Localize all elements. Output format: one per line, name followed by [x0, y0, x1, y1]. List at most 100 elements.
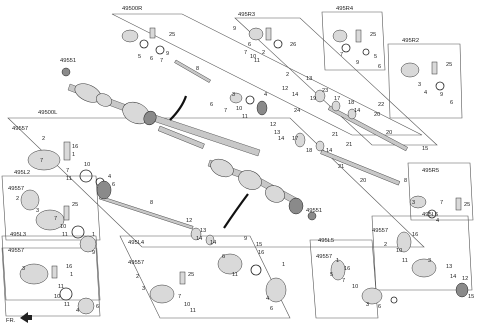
part-label: 25: [464, 202, 470, 208]
part-label: 9: [244, 236, 247, 242]
part-label: 15: [256, 242, 262, 248]
part-label: 2: [16, 196, 19, 202]
part-label: 13: [274, 130, 280, 136]
box-495R5: [407, 162, 474, 221]
drive-shaft-left: [207, 158, 304, 215]
part-label: 13: [306, 76, 312, 82]
part-label: 7: [440, 200, 443, 206]
part-label: 15: [422, 146, 428, 152]
part-label: 6: [112, 182, 115, 188]
group-label-49500R: 49500R: [122, 6, 142, 12]
part-label: 1: [92, 232, 95, 238]
part-label: 14: [354, 108, 360, 114]
part-label: 14: [450, 274, 456, 280]
part-label: 9: [166, 51, 169, 57]
shaft-495R5: [320, 149, 401, 186]
part-label: 4: [108, 174, 111, 180]
box-495R2: [387, 43, 463, 119]
part-label: 12: [186, 218, 192, 224]
part-label: 3: [418, 82, 421, 88]
part-label: 7: [54, 216, 57, 222]
part-label: 3: [428, 258, 431, 264]
part-label: 6: [210, 102, 213, 108]
part-label: 10: [84, 162, 90, 168]
part-label: 16: [412, 232, 418, 238]
part-label: 18: [348, 100, 354, 106]
part-label: 13: [446, 264, 452, 270]
group-label-49557-l5: 49557: [316, 254, 332, 260]
part-label: 21: [332, 132, 338, 138]
box-495L2: [1, 175, 101, 241]
part-label: 9: [233, 26, 236, 32]
part-label: 14: [196, 236, 202, 242]
part-label: 20: [360, 178, 366, 184]
part-label: 20: [386, 130, 392, 136]
part-label: 4: [76, 308, 79, 314]
group-label-495L3: 495L3: [10, 232, 26, 238]
box-495L3: [1, 235, 101, 301]
part-label: 6: [150, 56, 153, 62]
group-label-495L6: 495L6: [422, 212, 438, 218]
components: [19, 27, 469, 315]
part-label: 11: [66, 176, 72, 182]
box-49500L: [7, 117, 425, 248]
part-label: 11: [62, 232, 68, 238]
part-label: 21: [346, 142, 352, 148]
part-label: 6: [270, 306, 273, 312]
group-label-49557-l3: 49557: [8, 248, 24, 254]
group-label-495L2: 495L2: [14, 170, 30, 176]
part-label: 11: [64, 302, 70, 308]
part-label: 18: [306, 148, 312, 154]
group-label-49557-l2: 49557: [8, 186, 24, 192]
part-label-49551-mid: 49551: [306, 208, 322, 214]
part-label: 14: [326, 148, 332, 154]
part-label: 4: [266, 296, 269, 302]
part-label: 21: [338, 164, 344, 170]
part-label: 5: [330, 272, 333, 278]
part-label: 8: [150, 200, 153, 206]
part-label: 10: [60, 224, 66, 230]
part-label: 16: [344, 266, 350, 272]
part-label: 6: [378, 64, 381, 70]
part-label: 16: [258, 250, 264, 256]
part-label: 2: [42, 136, 45, 142]
part-label: 1: [72, 152, 75, 158]
group-label-495R4: 495R4: [336, 6, 354, 12]
box-495L5: [309, 239, 379, 319]
part-label-49551-top: 49551: [60, 58, 76, 64]
part-label: 3: [22, 266, 25, 272]
group-label-49557-top: 49557: [12, 126, 28, 132]
part-label: 10: [396, 248, 402, 254]
part-label: 16: [66, 264, 72, 270]
part-label: 24: [294, 108, 300, 114]
part-label: 2: [286, 72, 289, 78]
box-495R4: [321, 11, 386, 71]
part-label: 10: [250, 54, 256, 60]
part-label: 11: [242, 114, 248, 120]
part-label: 25: [370, 32, 376, 38]
part-label: 6: [222, 254, 225, 260]
part-label: 11: [190, 308, 196, 314]
part-label: 5: [374, 54, 377, 60]
group-label-49500L: 49500L: [38, 110, 58, 116]
part-label: 7: [342, 278, 345, 284]
part-label: 10: [236, 106, 242, 112]
part-label: 7: [224, 108, 227, 114]
part-label: 7: [178, 294, 181, 300]
group-label-49557-l4: 49557: [128, 260, 144, 266]
part-label: 23: [322, 88, 328, 94]
part-label: 7: [160, 58, 163, 64]
part-label: 4: [424, 90, 427, 96]
box-49500R: [111, 13, 423, 136]
part-label: 7: [340, 52, 343, 58]
part-label: 12: [270, 122, 276, 128]
part-label: 1: [282, 262, 285, 268]
group-label-495R2: 495R2: [402, 38, 419, 44]
part-label: 4: [436, 218, 439, 224]
part-label: 20: [374, 112, 380, 118]
part-label: 11: [232, 272, 238, 278]
part-label: 9: [356, 60, 359, 66]
group-label-495L4: 495L4: [128, 240, 145, 246]
box-49557-left: [1, 247, 101, 317]
